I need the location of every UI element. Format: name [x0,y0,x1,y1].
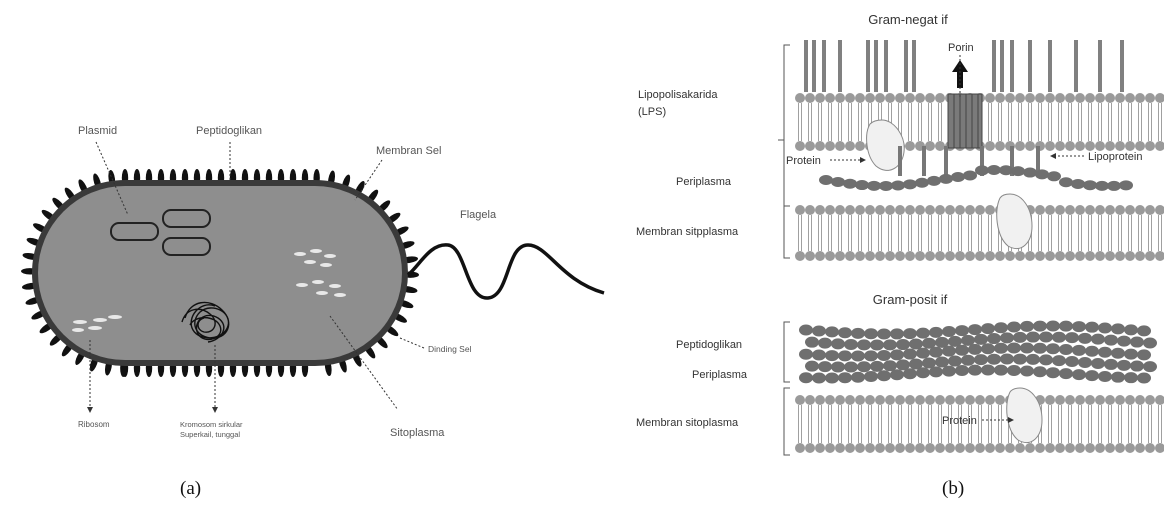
label-chromosome-line2: Superkail, tunggal [180,430,240,439]
gram-positive-title: Gram-posit if [873,292,948,307]
porin-channel [948,94,982,148]
inner-membrane-protein [997,194,1032,249]
label-periplasm-gn: Periplasma [676,176,732,188]
panel-b-cell-envelopes: Gram-negat if Porin L [630,0,1164,470]
label-protein-gp: Protein [942,415,977,427]
cell-envelope-diagram: Gram-negat if Porin L [630,0,1164,470]
label-cytoplasmic-membrane-gp: Membran sitoplasma [636,417,739,429]
bacterial-cell-diagram: Plasmid Peptidoglikan Membran Sel Flagel… [0,0,625,470]
label-cell-membrane: Membran Sel [376,145,441,157]
gram-positive-membrane-bilayer [795,395,1164,453]
label-peptidoglycan: Peptidoglikan [196,125,262,137]
cytoplasmic-membrane-bilayer [795,205,1164,261]
label-lipoprotein: Lipoprotein [1088,151,1142,163]
gram-positive-protein [1007,388,1042,443]
gram-negative-brackets [778,45,790,258]
label-flagella: Flagela [460,209,497,221]
label-porin: Porin [948,42,974,54]
gram-negative-title: Gram-negat if [868,12,948,27]
label-cytoplasmic-membrane-gn: Membran sitpplasma [636,226,739,238]
thin-peptidoglycan-layer [819,165,1133,191]
protein-arrowhead-gn [860,157,866,163]
label-periplasm-gp: Periplasma [692,369,748,381]
caption-a: (a) [180,478,201,500]
label-plasmid: Plasmid [78,125,117,137]
panel-a-bacterial-cell: Plasmid Peptidoglikan Membran Sel Flagel… [0,0,625,470]
label-ribosome: Ribosom [78,420,110,429]
label-cell-wall: Dinding Sel [428,344,472,354]
thick-peptidoglycan-layer [799,321,1157,384]
lipoprotein-arrowhead [1050,153,1056,159]
label-protein-gn: Protein [786,155,821,167]
caption-b: (b) [942,478,964,500]
label-peptidoglycan-gp: Peptidoglikan [676,339,742,351]
label-cytoplasm: Sitoplasma [390,427,445,439]
label-chromosome-line1: Kromosom sirkular [180,420,243,429]
label-lps-line1: Lipopolisakarida [638,89,718,101]
gram-positive-brackets [784,322,790,455]
label-lps-line2: (LPS) [638,106,666,118]
